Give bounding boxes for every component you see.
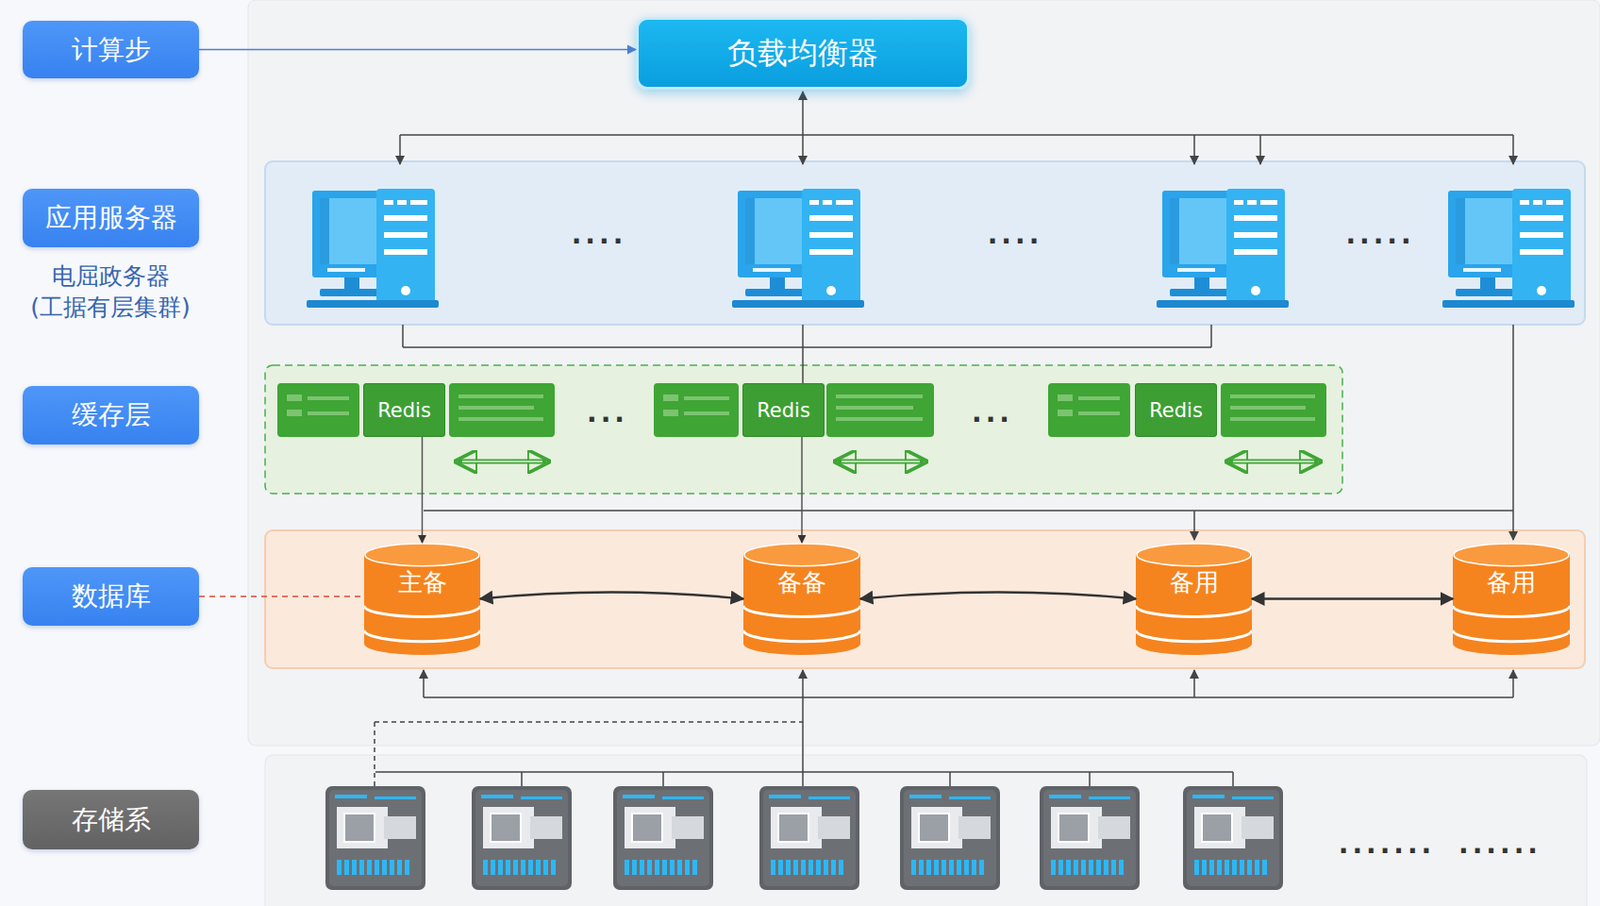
side-note: 电屈政务器 xyxy=(51,260,170,292)
database-cylinder: 主备 xyxy=(364,542,481,655)
redis-node: Redis xyxy=(1134,383,1217,437)
node-text: Redis xyxy=(1149,399,1203,422)
load-balancer-box: 负载均衡器 xyxy=(635,16,970,90)
side-note: (工据有层集群) xyxy=(30,291,191,323)
connector-arrow xyxy=(421,436,424,543)
node-text: 缓存层 xyxy=(71,397,151,434)
ellipsis-mark: ..... xyxy=(1345,218,1415,250)
cylinder-shape xyxy=(743,542,861,655)
cylinder-shape xyxy=(364,542,481,655)
ellipsis-mark: .... xyxy=(571,218,628,250)
layer-label-pill: 应用服务器 xyxy=(22,188,200,248)
ellipsis-mark: ... xyxy=(586,397,629,429)
cylinder-shape xyxy=(1452,542,1570,655)
ellipsis-mark: ....... xyxy=(1338,828,1435,860)
ellipsis-mark: ... xyxy=(971,397,1014,429)
node-text: 备用 xyxy=(1135,565,1252,600)
node-text: 备备 xyxy=(743,565,861,600)
node-text: 负载均衡器 xyxy=(727,33,879,75)
connector-arrow xyxy=(480,592,744,600)
node-text: 存储系 xyxy=(71,801,151,838)
node-text: 应用服务器 xyxy=(45,200,178,236)
layer-label-pill: 计算步 xyxy=(22,20,200,79)
cylinder-shape xyxy=(1135,542,1252,655)
connector-arrow xyxy=(860,592,1136,600)
connector-arrow xyxy=(1251,597,1453,600)
node-text: 主备 xyxy=(364,565,481,600)
node-text: 数据库 xyxy=(71,578,151,615)
connector-arrow xyxy=(199,49,636,51)
node-text: Redis xyxy=(756,399,811,422)
node-text: 计算步 xyxy=(71,32,151,68)
ellipsis-mark: ...... xyxy=(1458,828,1542,860)
redis-node: Redis xyxy=(363,383,446,437)
database-cylinder: 备备 xyxy=(743,542,861,655)
database-cylinder: 备用 xyxy=(1135,542,1252,655)
layer-label-pill: 存储系 xyxy=(22,789,200,850)
database-cylinder: 备用 xyxy=(1452,542,1570,655)
connector-arrow xyxy=(199,595,365,598)
connector-arrow xyxy=(800,436,803,543)
layer-label-pill: 数据库 xyxy=(22,566,200,626)
node-text: 备用 xyxy=(1452,565,1570,600)
redis-node: Redis xyxy=(742,383,825,437)
layer-label-pill: 缓存层 xyxy=(22,385,200,445)
ellipsis-mark: .... xyxy=(987,218,1044,250)
node-text: Redis xyxy=(377,399,432,422)
